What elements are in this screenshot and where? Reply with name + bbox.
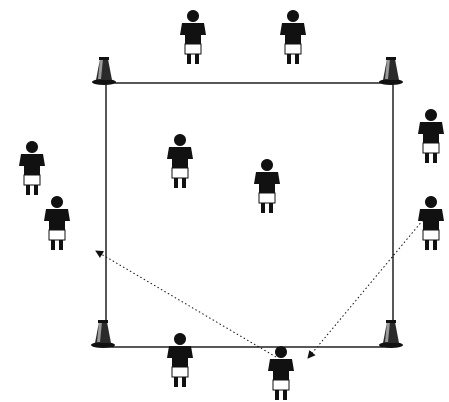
cone-top-right xyxy=(379,57,403,85)
player-top-2 xyxy=(280,10,306,64)
player-top-1 xyxy=(180,10,206,64)
player-bottom-2 xyxy=(268,346,294,400)
player-inside-2 xyxy=(254,159,280,213)
passing-arrow-bottom-to-left xyxy=(95,250,277,358)
cone-bottom-right xyxy=(379,320,403,348)
player-inside-1 xyxy=(167,134,193,188)
cone-top-left xyxy=(92,57,116,85)
passing-arrow-right-to-bottom xyxy=(307,213,429,359)
field-boundary xyxy=(105,82,394,348)
player-right-1 xyxy=(418,109,444,163)
player-left-1 xyxy=(19,141,45,195)
player-left-2 xyxy=(44,196,70,250)
cone-bottom-left xyxy=(91,320,115,348)
player-right-2 xyxy=(418,196,444,250)
player-bottom-1 xyxy=(167,333,193,387)
